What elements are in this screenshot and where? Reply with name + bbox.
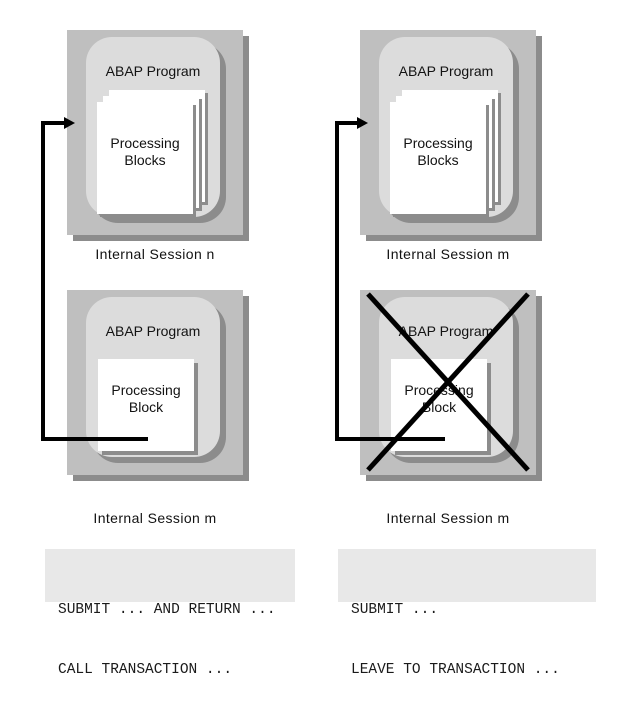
session-left-top: ABAP Program Processing Blocks Internal … — [67, 30, 249, 262]
sheet-1: Processing Blocks — [97, 102, 193, 214]
connector-left-bottom-segment — [41, 437, 148, 441]
processing-blocks-label-line1: Processing — [403, 135, 473, 151]
processing-blocks-label-line2: Blocks — [417, 152, 459, 168]
connector-right-bottom-segment — [335, 437, 445, 441]
processing-block-label-line1: Processing — [404, 382, 474, 398]
abap-program-label: ABAP Program — [105, 63, 201, 79]
session-left-bottom: ABAP Program Processing Block Internal S… — [67, 290, 249, 526]
abap-program-label: ABAP Program — [105, 323, 201, 339]
connector-left-arrowhead-icon — [64, 117, 75, 129]
processing-blocks-label-line1: Processing — [110, 135, 180, 151]
code-caption-right-line1: SUBMIT ... — [351, 602, 439, 618]
session-caption-right-top: Internal Session m — [386, 246, 510, 262]
connector-left-vertical-segment — [41, 121, 45, 441]
code-caption-left-line1: SUBMIT ... AND RETURN ... — [58, 602, 276, 618]
abap-program-label: ABAP Program — [398, 323, 494, 339]
diagram-canvas: ABAP Program Processing Blocks Internal … — [41, 30, 596, 678]
session-caption-left-bottom: Internal Session m — [93, 510, 217, 526]
session-caption-left-top: Internal Session n — [95, 246, 215, 262]
connector-right-vertical-segment — [335, 121, 339, 441]
session-caption-right-bottom: Internal Session m — [386, 510, 510, 526]
code-caption-left: SUBMIT ... AND RETURN ... CALL TRANSACTI… — [45, 549, 295, 678]
code-caption-right-line2: LEAVE TO TRANSACTION ... — [351, 662, 560, 678]
connector-left-top-segment — [41, 121, 66, 125]
sheet-1: Processing Block — [98, 359, 194, 451]
processing-blocks-label-line2: Blocks — [124, 152, 166, 168]
connector-right-arrowhead-icon — [357, 117, 368, 129]
code-caption-left-line2: CALL TRANSACTION ... — [58, 662, 233, 678]
processing-block-label-line1: Processing — [111, 382, 181, 398]
processing-block-label-line2: Block — [421, 399, 457, 415]
session-right-top: ABAP Program Processing Blocks Internal … — [360, 30, 542, 262]
sheet-1: Processing Blocks — [390, 102, 486, 214]
code-caption-right: SUBMIT ... LEAVE TO TRANSACTION ... — [338, 549, 596, 678]
processing-block-label-line2: Block — [128, 399, 164, 415]
session-right-bottom: ABAP Program Processing Block Internal S… — [360, 290, 542, 526]
connector-right-top-segment — [335, 121, 360, 125]
abap-program-label: ABAP Program — [398, 63, 494, 79]
